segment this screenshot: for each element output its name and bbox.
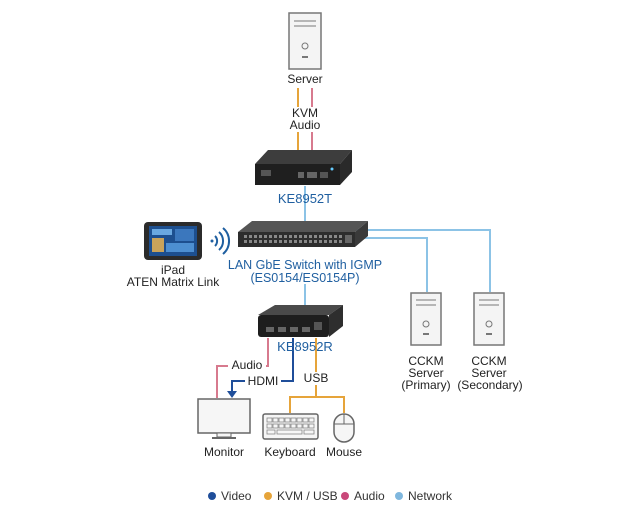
usb-cable-peripherals	[289, 338, 317, 413]
kvm-label: KVM	[278, 107, 332, 120]
legend-dot-kvm-usb	[264, 492, 272, 500]
keyboard-label: Keyboard	[264, 445, 316, 459]
server-icon	[288, 12, 322, 70]
network-cable-cckm-secondary	[352, 229, 491, 292]
ipad-icon	[144, 222, 202, 260]
hdmi-arrowhead	[227, 391, 237, 398]
cckm-primary-line3: (Primary)	[401, 378, 451, 392]
cckm-primary-server-icon	[410, 292, 442, 346]
legend-item-video: Video	[208, 489, 251, 503]
monitor-label: Monitor	[203, 445, 244, 459]
cckm-secondary-line2: Server	[471, 366, 507, 380]
legend-item-kvm-usb: KVM / USB	[264, 489, 338, 503]
usb-output-label: USB	[301, 372, 331, 385]
receiver-label: KE8952R	[277, 339, 333, 354]
legend-label-video: Video	[221, 489, 252, 503]
monitor-icon	[197, 398, 251, 439]
legend-dot-network	[395, 492, 403, 500]
keyboard-icon	[262, 413, 319, 440]
cckm-primary-line2: Server	[408, 366, 444, 380]
legend-dot-video	[208, 492, 216, 500]
hdmi-output-label: HDMI	[245, 375, 281, 388]
cckm-primary-line1: CCKM	[408, 354, 444, 368]
switch-model-label: (ES0154/ES0154P)	[250, 271, 360, 285]
legend-label-kvm-usb: KVM / USB	[277, 489, 338, 503]
wireless-signal-icon	[210, 227, 230, 255]
audio-label: Audio	[278, 119, 332, 132]
legend-dot-audio	[341, 492, 349, 500]
receiver-device	[258, 305, 343, 337]
ipad-app-label: ATEN Matrix Link	[126, 275, 220, 289]
usb-cable-mouse	[316, 396, 345, 413]
cckm-secondary-line3: (Secondary)	[457, 378, 523, 392]
ipad-label: iPad	[160, 263, 186, 277]
audio-output-label: Audio	[228, 359, 266, 372]
legend-label-audio: Audio	[354, 489, 385, 503]
mouse-label: Mouse	[325, 445, 363, 459]
transmitter-label: KE8952T	[277, 191, 333, 206]
cckm-secondary-line1: CCKM	[471, 354, 507, 368]
legend: Video KVM / USB Audio Network	[0, 489, 640, 505]
network-switch-device	[238, 221, 368, 247]
legend-item-audio: Audio	[341, 489, 385, 503]
legend-item-network: Network	[395, 489, 452, 503]
cckm-secondary-server-icon	[473, 292, 505, 346]
network-cable-cckm-primary	[352, 237, 428, 292]
mouse-icon	[333, 413, 355, 443]
switch-label: LAN GbE Switch with IGMP	[215, 259, 395, 272]
legend-label-network: Network	[408, 489, 453, 503]
server-label: Server	[287, 72, 323, 86]
transmitter-device	[255, 150, 352, 185]
